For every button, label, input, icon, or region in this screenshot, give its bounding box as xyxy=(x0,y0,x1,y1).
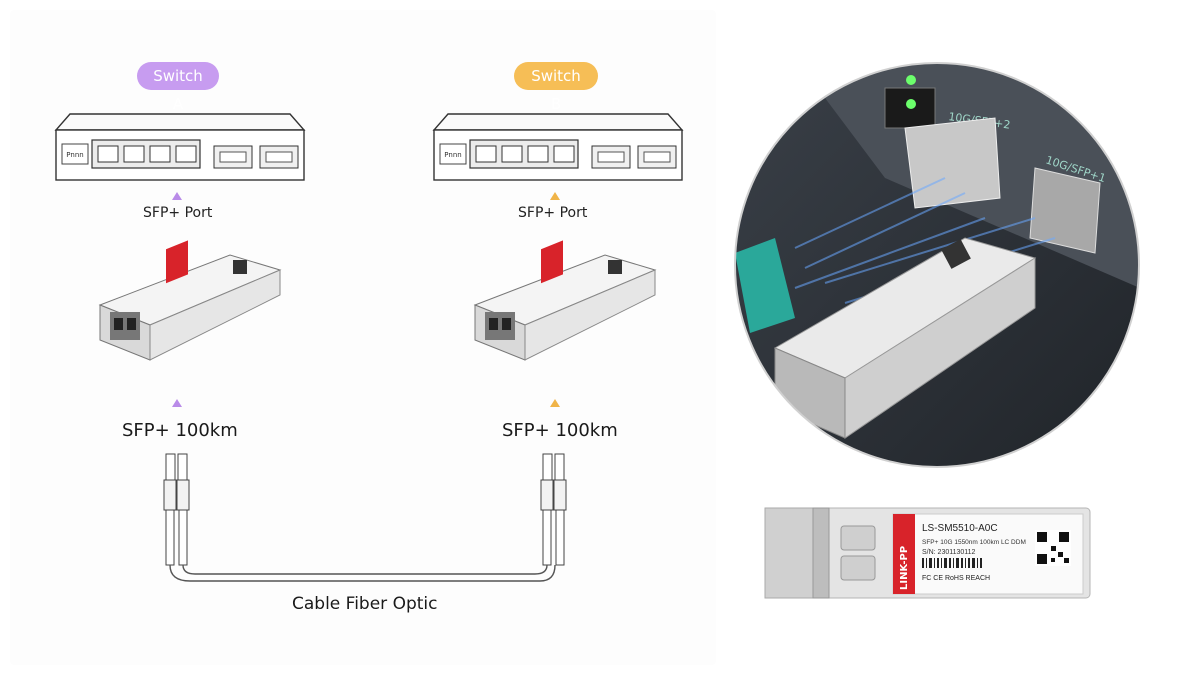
part-number-text: LS-SM5510-A0C xyxy=(922,523,998,534)
spec-text: SFP+ 10G 1550nm 100km LC DDM xyxy=(922,539,1026,546)
switch-a-module-arrow xyxy=(172,399,182,407)
switch-a-port-arrow xyxy=(172,192,182,200)
fiber-cable xyxy=(163,453,567,582)
switch-b-module-label: SFP+ 100km xyxy=(502,420,618,441)
installed-module-photo: 10G/SFP+2 10G/SFP+1 xyxy=(734,62,1140,468)
switch-b-module-arrow xyxy=(550,399,560,407)
switch-b-port-arrow xyxy=(550,192,560,200)
module-side-photo: LINK-PP LS-SM5510-A0C SFP+ 10G 1550nm 10… xyxy=(764,507,1091,599)
switch-a-device: Pnnn xyxy=(54,113,306,181)
switch-b-device: Pnnn xyxy=(432,113,684,181)
switch-a-label: Switch A xyxy=(137,62,219,113)
certs-text: FC CE RoHS REACH xyxy=(922,575,990,582)
switch-b-sfp-module xyxy=(473,240,657,361)
svg-text:Pnnn: Pnnn xyxy=(444,151,461,159)
brand-text: LINK-PP xyxy=(899,546,910,590)
switch-b-port-label: SFP+ Port xyxy=(518,205,588,221)
switch-a-sfp-module xyxy=(98,240,282,361)
switch-a-module-label: SFP+ 100km xyxy=(122,420,238,441)
qr-code-icon xyxy=(1035,530,1071,566)
serial-text: S/N: 2301130112 xyxy=(922,549,976,556)
cable-label: Cable Fiber Optic xyxy=(292,594,438,614)
svg-text:Pnnn: Pnnn xyxy=(66,151,83,159)
switch-b-label: Switch B xyxy=(514,62,598,113)
switch-a-port-label: SFP+ Port xyxy=(143,205,213,221)
